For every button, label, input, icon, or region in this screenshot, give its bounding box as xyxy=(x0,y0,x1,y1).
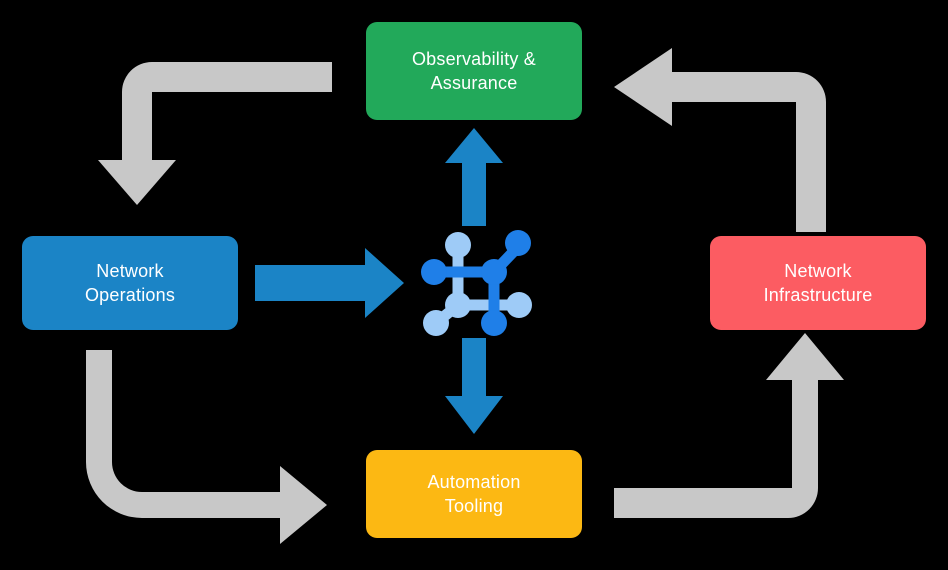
node-automation-tooling[interactable]: Automation Tooling xyxy=(366,450,582,538)
node-network-operations-label: Network Operations xyxy=(84,260,176,305)
node-observability-assurance[interactable]: Observability & Assurance xyxy=(366,22,582,120)
arrow-operations-to-automation xyxy=(86,350,327,544)
arrow-automation-to-infrastructure xyxy=(614,333,844,518)
arrow-observability-to-operations xyxy=(98,62,332,205)
node-automation-tooling-label: Automation Tooling xyxy=(427,471,521,516)
node-network-operations[interactable]: Network Operations xyxy=(22,236,238,330)
arrow-operations-to-center xyxy=(255,248,404,318)
node-network-infrastructure-label: Network Infrastructure xyxy=(763,260,873,305)
arrow-center-to-observability xyxy=(445,128,503,226)
arrow-center-to-automation xyxy=(445,338,503,434)
arrow-infrastructure-to-observability xyxy=(614,48,826,232)
node-network-infrastructure[interactable]: Network Infrastructure xyxy=(710,236,926,330)
node-observability-label: Observability & Assurance xyxy=(411,48,537,93)
